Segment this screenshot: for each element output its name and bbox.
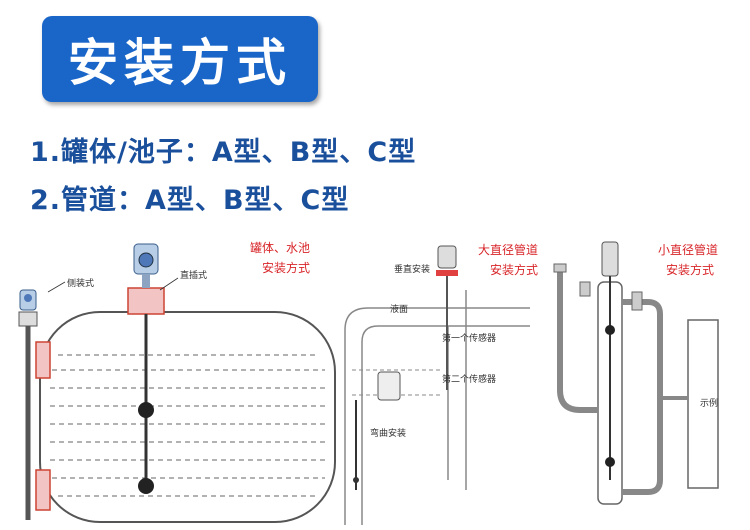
pipe-inner-left bbox=[361, 325, 530, 525]
small-float-lower bbox=[605, 457, 615, 467]
label-liquid-level: 液面 bbox=[390, 303, 408, 315]
small-pipe-transmitter bbox=[601, 241, 619, 277]
side-flange-lower bbox=[35, 469, 51, 511]
installation-diagrams: 侧装式 直插式 罐体、水池 安装方式 垂直安装 液面 第一个传感器 第二个传感器… bbox=[18, 241, 719, 525]
float-lower bbox=[138, 478, 154, 494]
vertical-flange bbox=[436, 270, 458, 276]
label-side-mount: 侧装式 bbox=[67, 277, 94, 289]
vertical-transmitter bbox=[437, 245, 457, 269]
title-banner: 安装方式 bbox=[42, 16, 318, 102]
page-title: 安装方式 bbox=[68, 33, 292, 92]
side-wall bbox=[687, 319, 719, 489]
label-sensor-2: 第二个传感器 bbox=[442, 373, 496, 385]
large-pipe-heading-line2: 安装方式 bbox=[490, 262, 538, 277]
install-type-pipe: 2.管道：A型、B型、C型 bbox=[30, 185, 350, 216]
small-pipe-diagram: 示例 小直径管道 安装方式 bbox=[553, 241, 719, 505]
bypass-pipe bbox=[622, 299, 663, 495]
pipe-outer-left bbox=[344, 307, 530, 525]
tank-heading-line2: 安装方式 bbox=[262, 260, 310, 275]
top-flange bbox=[127, 287, 165, 315]
label-vertical: 垂直安装 bbox=[394, 263, 430, 275]
label-sensor-1: 第一个传感器 bbox=[442, 332, 496, 344]
label-small-side: 示例 bbox=[700, 397, 718, 409]
small-float-upper bbox=[605, 325, 615, 335]
install-type-tank: 1.罐体/池子：A型、B型、C型 bbox=[30, 137, 417, 168]
large-pipe-heading-line1: 大直径管道 bbox=[478, 242, 538, 257]
side-flange-upper bbox=[35, 341, 51, 379]
tank-body bbox=[39, 311, 336, 523]
liquid-dashes bbox=[50, 354, 328, 497]
bend-transmitter bbox=[377, 371, 401, 401]
tank-heading-line1: 罐体、水池 bbox=[250, 241, 310, 255]
small-pipe-heading-line1: 小直径管道 bbox=[658, 242, 718, 257]
float-upper bbox=[138, 402, 154, 418]
label-top-mount: 直插式 bbox=[180, 269, 207, 281]
large-pipe-diagram: 垂直安装 液面 第一个传感器 第二个传感器 弯曲安装 大直径管道 安装方式 bbox=[344, 242, 538, 525]
label-bend-mount: 弯曲安装 bbox=[370, 427, 406, 439]
small-pipe-heading-line2: 安装方式 bbox=[666, 262, 714, 277]
tank-diagram: 侧装式 直插式 罐体、水池 安装方式 bbox=[18, 241, 336, 523]
